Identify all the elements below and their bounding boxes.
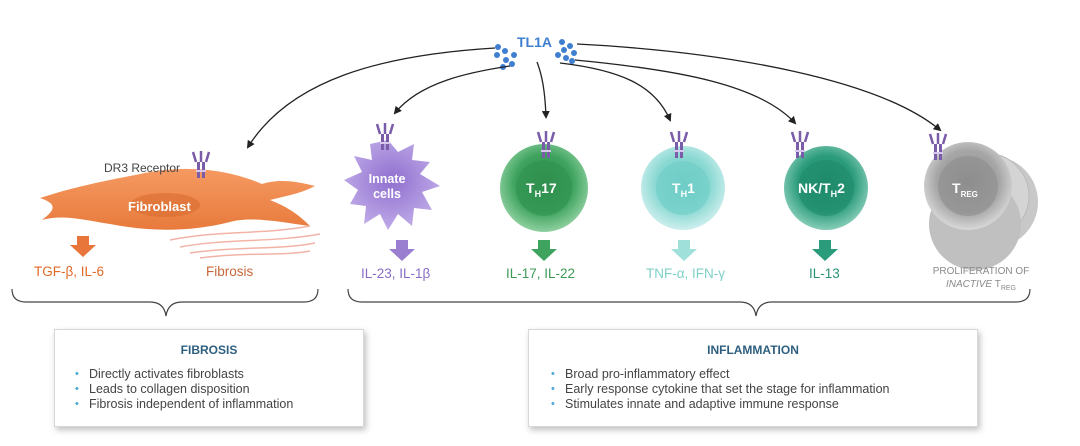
innate-output-arrow bbox=[389, 240, 415, 261]
list-item: Directly activates fibroblasts bbox=[73, 367, 363, 382]
nkth2-label-suffix: 2 bbox=[837, 180, 845, 196]
nkth2-label-t: NK/T bbox=[798, 180, 831, 196]
nkth2-label-sub: H bbox=[830, 188, 838, 199]
fibrosis-brace bbox=[11, 288, 319, 317]
th17-label-sub: H bbox=[534, 188, 542, 199]
arrow-to-nkth2 bbox=[574, 59, 797, 125]
innate-label-line2: cells bbox=[373, 187, 401, 201]
tl1a-label: TL1A bbox=[517, 34, 552, 50]
nkth2-output-label: IL-13 bbox=[809, 266, 840, 281]
dr3-receptor-icon bbox=[375, 123, 395, 150]
fibrosis-box-list: Directly activates fibroblasts Leads to … bbox=[73, 367, 363, 412]
arrow-to-th17 bbox=[536, 61, 550, 119]
th1-label-suffix: 1 bbox=[687, 180, 695, 196]
arrow-to-treg bbox=[576, 43, 942, 132]
treg-output-label: PROLIFERATION OF INACTIVE TREG bbox=[928, 265, 1034, 295]
list-item: Leads to collagen disposition bbox=[73, 382, 363, 397]
th17-label-t: T bbox=[526, 180, 535, 196]
treg-label-sub: REG bbox=[960, 189, 978, 199]
treg-cells bbox=[924, 142, 1038, 270]
th1-label-t: T bbox=[672, 180, 681, 196]
innate-output-label: IL-23, IL-1β bbox=[361, 266, 431, 281]
th17-output-arrow bbox=[531, 240, 557, 261]
th1-label-sub: H bbox=[680, 188, 688, 199]
fibroblast-output-label: TGF-β, IL-6 bbox=[34, 264, 105, 279]
list-item: Fibrosis independent of inflammation bbox=[73, 397, 363, 412]
dr3-receptor-label: DR3 Receptor bbox=[104, 161, 181, 175]
treg-output-line1: PROLIFERATION OF bbox=[932, 266, 1030, 277]
treg-output-italic: INACTIVE bbox=[945, 279, 993, 290]
nkth2-cell bbox=[784, 146, 868, 230]
dr3-receptor-icon bbox=[790, 131, 810, 158]
nkth2-label: NK/TH2 bbox=[798, 180, 845, 199]
th17-label: TH17 bbox=[526, 180, 557, 199]
th1-cell bbox=[641, 146, 725, 230]
arrow-to-fibroblast bbox=[246, 47, 496, 149]
arrow-to-th1 bbox=[559, 62, 672, 122]
th1-output-arrow bbox=[671, 240, 697, 261]
dr3-receptors bbox=[191, 123, 948, 178]
th17-label-suffix: 17 bbox=[541, 180, 557, 196]
fibroblast-output-arrow bbox=[70, 236, 96, 257]
dr3-receptor-icon bbox=[928, 133, 948, 160]
nkth2-output-arrow bbox=[812, 240, 838, 261]
treg-label-t: T bbox=[952, 180, 961, 196]
innate-label: Innate cells bbox=[362, 172, 412, 202]
dr3-receptor-icon bbox=[191, 151, 211, 178]
fibrosis-effect-label: Fibrosis bbox=[206, 264, 254, 279]
list-item: Stimulates innate and adaptive immune re… bbox=[549, 397, 977, 412]
fibrosis-box-title: FIBROSIS bbox=[180, 343, 238, 357]
dr3-receptor-icon bbox=[536, 131, 556, 158]
fibroblast-label: Fibroblast bbox=[128, 199, 191, 214]
inflammation-brace bbox=[347, 288, 1031, 317]
fibrosis-box: FIBROSIS Directly activates fibroblasts … bbox=[54, 329, 364, 427]
output-arrows bbox=[70, 236, 838, 261]
treg-output-t: T bbox=[994, 279, 1001, 290]
th17-output-label: IL-17, IL-22 bbox=[506, 266, 576, 281]
treg-output-sub: REG bbox=[1000, 285, 1016, 292]
list-item: Broad pro-inflammatory effect bbox=[549, 367, 977, 382]
inflammation-box: INFLAMMATION Broad pro-inflammatory effe… bbox=[528, 329, 978, 427]
th1-output-label: TNF-α, IFN-γ bbox=[646, 266, 726, 281]
innate-cell bbox=[344, 140, 440, 230]
th17-cell bbox=[500, 144, 588, 232]
fibroblast-cell bbox=[40, 168, 315, 230]
treg-label: TREG bbox=[952, 180, 978, 199]
collagen-fibers bbox=[169, 225, 321, 259]
inflammation-box-title: INFLAMMATION bbox=[707, 343, 799, 357]
list-item: Early response cytokine that set the sta… bbox=[549, 382, 977, 397]
innate-label-line1: Innate bbox=[368, 172, 406, 186]
inflammation-box-list: Broad pro-inflammatory effect Early resp… bbox=[549, 367, 977, 412]
signal-arrows bbox=[246, 43, 942, 149]
arrow-to-innate bbox=[393, 65, 511, 115]
th1-label: TH1 bbox=[672, 180, 695, 199]
dr3-receptor-icon bbox=[669, 131, 689, 158]
